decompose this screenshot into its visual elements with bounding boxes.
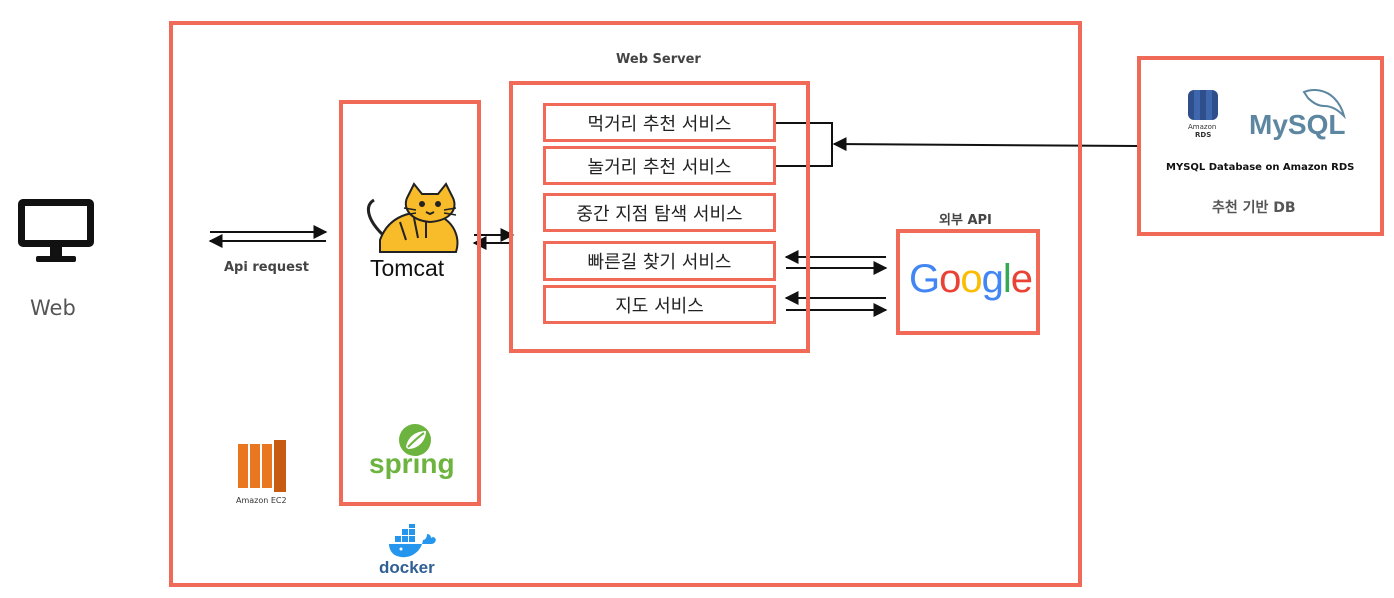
mysql-logo-text: MySQL <box>1249 109 1346 140</box>
service-map: 지도 서비스 <box>543 285 776 324</box>
service-play-recommend: 놀거리 추천 서비스 <box>543 146 776 185</box>
api-request-label: Api request <box>224 260 309 275</box>
recommend-bracket <box>776 122 833 167</box>
tomcat-label: Tomcat <box>370 255 445 281</box>
service-food-recommend: 먹거리 추천 서비스 <box>543 103 776 142</box>
external-api-box <box>896 229 1040 335</box>
database-description: MYSQL Database on Amazon RDS <box>1166 162 1355 173</box>
spring-label: spring <box>369 448 455 479</box>
web-server-box <box>509 81 810 353</box>
ec2-icon <box>238 440 286 492</box>
docker-whale-icon <box>389 524 436 558</box>
docker-label: docker <box>379 558 435 577</box>
tomcat-container-box <box>339 100 481 506</box>
external-api-title: 외부 API <box>939 213 992 228</box>
web-label: Web <box>30 296 76 320</box>
db-to-server-arrow <box>832 137 1139 152</box>
ec2-label: Amazon EC2 <box>236 496 287 505</box>
monitor-icon <box>18 199 94 262</box>
service-midpoint-search: 중간 지점 탐색 서비스 <box>543 193 776 232</box>
rds-label-top: Amazon <box>1188 123 1217 131</box>
tomcat-cat-icon <box>366 182 459 253</box>
mysql-dolphin-icon <box>1302 89 1346 120</box>
database-box <box>1137 56 1384 236</box>
service-fast-route: 빠른길 찾기 서비스 <box>543 241 776 281</box>
web-server-title: Web Server <box>616 52 701 67</box>
ec2-instance-box <box>169 21 1082 587</box>
spring-leaf-icon <box>399 424 431 456</box>
rds-label-bottom: RDS <box>1195 131 1212 139</box>
rds-icon <box>1188 90 1218 120</box>
database-caption: 추천 기반 DB <box>1212 200 1296 216</box>
google-logo: Google <box>909 257 1033 301</box>
